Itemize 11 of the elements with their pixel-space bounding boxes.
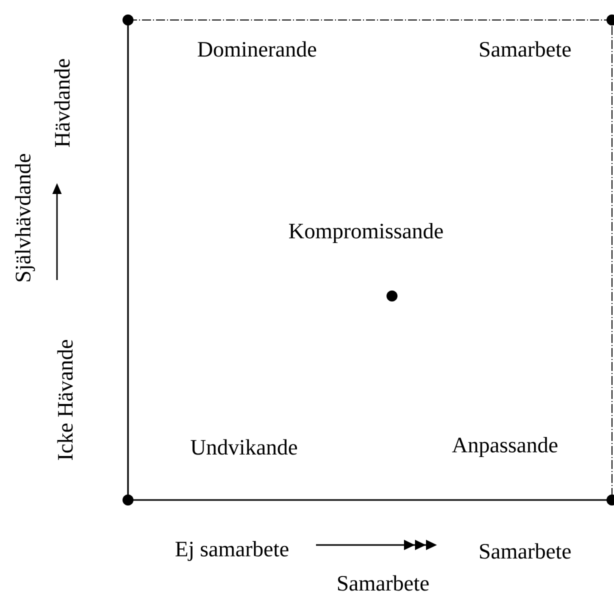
axis-label: Ej samarbete bbox=[176, 541, 288, 561]
axis-label: Samarbete bbox=[480, 543, 571, 559]
axis-label: Samarbete bbox=[338, 575, 429, 591]
axis-label: Självhävdande bbox=[15, 154, 35, 282]
axis-label: Hävdande bbox=[54, 59, 70, 147]
axis-label: Kompromissande bbox=[289, 223, 443, 243]
axis-label: Samarbete bbox=[480, 41, 571, 57]
axis-label: Icke Hävande bbox=[57, 340, 73, 460]
axis-label: Undvikande bbox=[190, 439, 297, 455]
axis-label: Anpassande bbox=[452, 437, 558, 457]
axis-label: Dominerande bbox=[198, 41, 316, 57]
